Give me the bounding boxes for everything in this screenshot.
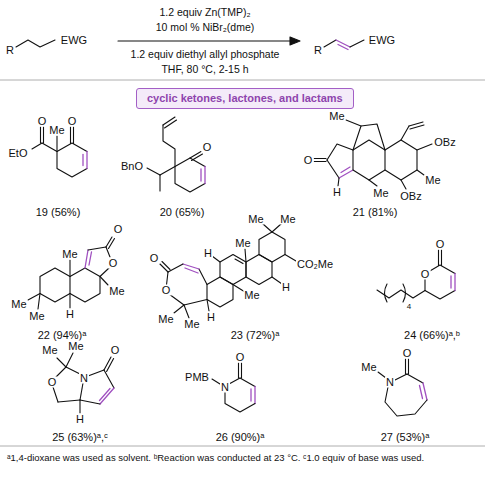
atom-label: N (79, 373, 89, 384)
atom-label: Me (372, 188, 389, 199)
repeat-count: 4 (406, 303, 412, 311)
atom-label: Me (183, 319, 200, 330)
atom-label: O (113, 224, 124, 235)
compound-label: 20 (65%) (159, 207, 206, 218)
atom-label: BnO (120, 161, 144, 172)
atom-label: OBz (399, 191, 422, 202)
atom-label: O (149, 253, 160, 264)
atom-label: O (435, 239, 446, 250)
atom-label: O (420, 268, 431, 279)
substituent-label: R (313, 45, 323, 56)
footnote: ᵃ1,4-dioxane was used as solvent. ᵇReact… (6, 452, 480, 464)
atom-label: Me (328, 111, 345, 122)
compound-label: 23 (72%)ᵃ (230, 330, 281, 341)
group-label: EWG (368, 35, 396, 46)
atom-label: Me (243, 290, 260, 301)
atom-label: O (108, 258, 119, 269)
condition-text: THF, 80 °C, 2-15 h (160, 64, 249, 75)
atom-label: Me (360, 362, 377, 373)
atom-label: H (203, 248, 213, 259)
atom-label: Me (48, 125, 65, 136)
atom-label: O (110, 345, 121, 356)
atom-label: Me (108, 286, 125, 297)
atom-label: Me (41, 345, 58, 356)
atom-label: H (332, 187, 342, 198)
atom-label: H (206, 312, 216, 323)
atom-label: O (235, 352, 246, 363)
atom-label: N (220, 381, 230, 392)
atom-label: Me (28, 311, 45, 322)
atom-label: OBz (433, 137, 456, 148)
atom-label: Me (10, 299, 27, 310)
atom-label: Me (61, 249, 78, 260)
atom-label: H (281, 282, 291, 293)
atom-label: O (67, 116, 78, 127)
substituent-label: R (5, 45, 15, 56)
atom-label: Me (157, 314, 174, 325)
atom-label: Me (67, 341, 84, 352)
compound-label: 26 (90%)ᵃ (215, 432, 266, 443)
condition-text: 1.2 equiv diethyl allyl phosphate (130, 49, 281, 60)
atom-label: H (75, 414, 85, 425)
atom-label: PMB (184, 372, 210, 383)
compound-label: 22 (94%)ᵃ (37, 330, 88, 341)
atom-label: EtO (8, 148, 29, 159)
atom-label: O (303, 155, 314, 166)
atom-label: N (385, 377, 395, 388)
condition-text: 10 mol % NiBr₂(dme) (155, 22, 256, 33)
compound-label: 19 (56%) (35, 207, 82, 218)
category-heading: cyclic ketones, lactones, and lactams (147, 92, 343, 105)
category-band: cyclic ketones, lactones, and lactams (136, 88, 354, 109)
condition-text: 1.2 equiv Zn(TMP)₂ (158, 7, 251, 18)
atom-label: Me (247, 214, 264, 225)
atom-label: H (65, 309, 75, 320)
group-label: EWG (60, 35, 88, 46)
atom-label: Me (234, 238, 251, 249)
compound-label: 27 (53%)ᵃ (380, 432, 431, 443)
compound-label: 25 (63%)ᵃ,ᶜ (51, 432, 109, 443)
atom-label: Me (424, 175, 441, 186)
compound-label: 21 (81%) (352, 207, 399, 218)
atom-label: O (161, 285, 172, 296)
atom-label: O (37, 116, 48, 127)
atom-label: O (202, 142, 213, 153)
atom-label: O (402, 348, 413, 359)
atom-label: CO₂Me (296, 259, 334, 270)
atom-label: O (47, 377, 58, 388)
compound-label: 24 (66%)ᵃ,ᵇ (403, 330, 461, 341)
atom-label: Me (279, 214, 296, 225)
